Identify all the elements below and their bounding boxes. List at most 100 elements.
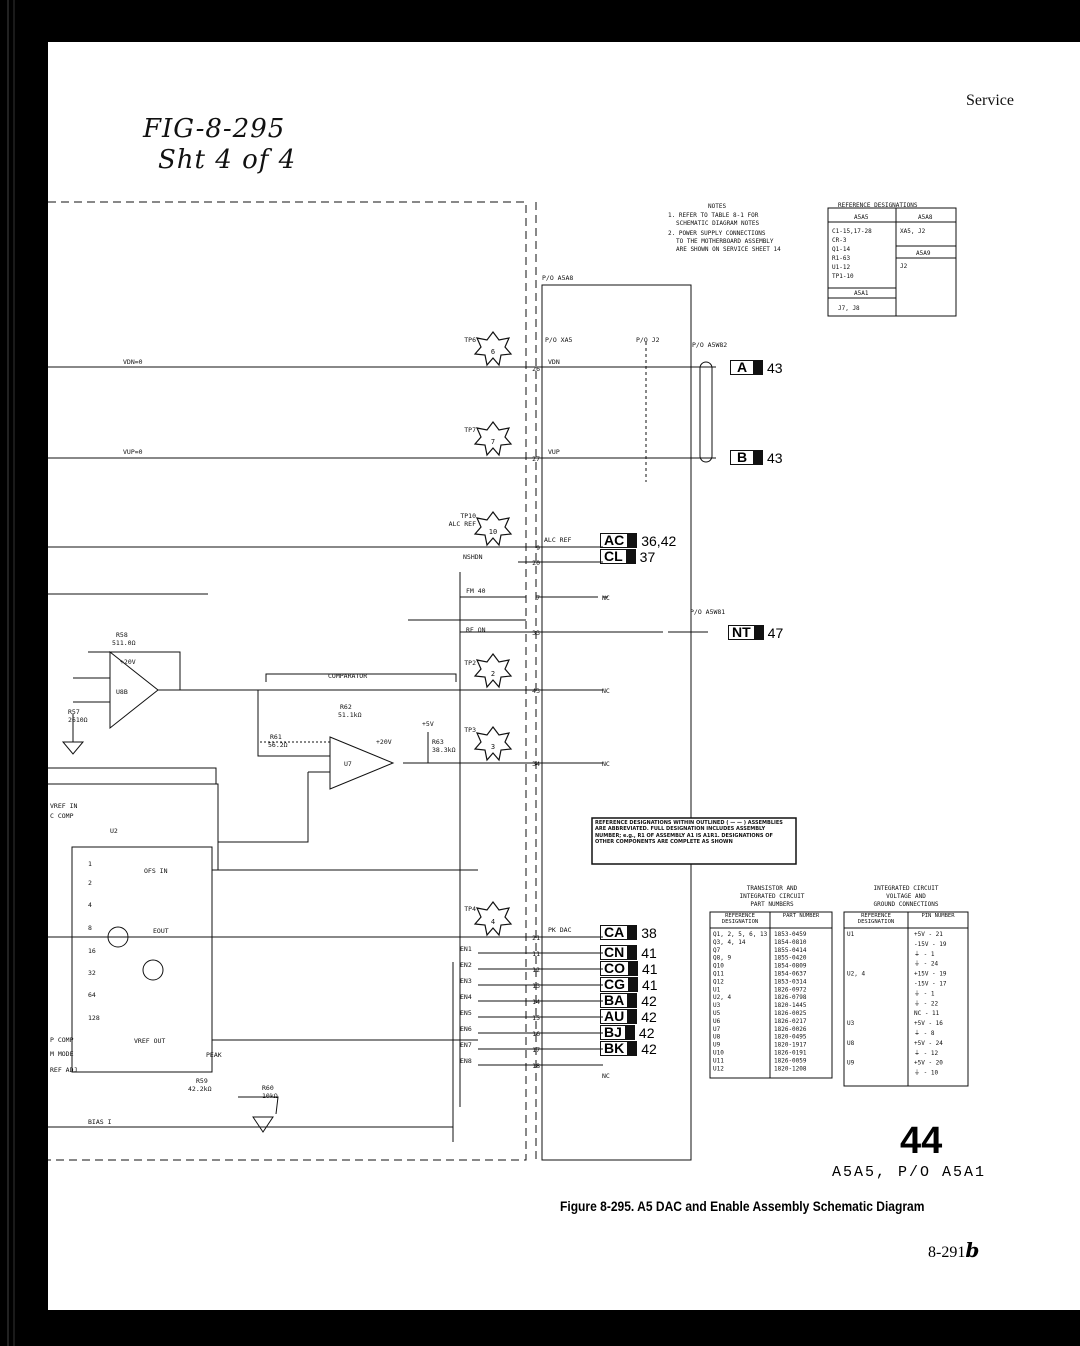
tt-title: TRANSISTOR AND: [747, 885, 798, 892]
tt-cell: 1854-0637: [774, 971, 807, 978]
comp-label: R62: [340, 703, 352, 711]
ic-cell: ⏚ - 1: [914, 951, 935, 958]
connector-tag: BK: [600, 1041, 629, 1056]
comp-label: EOUT: [153, 927, 169, 935]
tt-cell: 1820-0495: [774, 1034, 807, 1041]
tp3-star: [473, 726, 513, 762]
comp-label: +20V: [120, 658, 136, 666]
note-line-1: 1. REFER TO TABLE 8-1 FOR: [668, 212, 759, 219]
tp4-label: TP4: [464, 905, 476, 913]
refdes-row: CR-3: [832, 237, 847, 244]
tt-header-ref: REFERENCE DESIGNATION: [721, 913, 759, 925]
sig-nshdn: NSHDN: [463, 553, 483, 561]
enable-label: EN3: [460, 977, 472, 985]
connector-tag: AU: [600, 1009, 629, 1024]
pin: 34: [532, 760, 540, 768]
comp-label: P COMP: [50, 1036, 74, 1044]
tp2-star: [473, 653, 513, 689]
ic-cell: ⏚ - 10: [914, 1070, 938, 1077]
comp-label: OFS IN: [144, 867, 168, 875]
pin: 14: [532, 998, 540, 1006]
connector-ref: 41: [642, 960, 658, 977]
pin: 9: [536, 544, 540, 552]
ic-cell: ⏚ - 22: [914, 1000, 938, 1007]
ic-cell: -15V - 19: [914, 941, 947, 948]
ic-cell: ⏚ - 1: [914, 990, 935, 997]
tp7-label: TP7: [464, 426, 476, 434]
comp-label: REF ADJ: [50, 1066, 77, 1074]
ic-cell: U9: [847, 1060, 855, 1067]
tp3-num: 3: [491, 743, 495, 751]
connector-block: [754, 450, 763, 465]
sig-peak: PEAK: [206, 1051, 222, 1059]
ic-cell: +5V - 24: [914, 1040, 943, 1047]
pin: 43: [532, 687, 540, 695]
pin: 20: [532, 559, 540, 567]
connector-block: [628, 533, 638, 548]
connector-block: [628, 993, 638, 1008]
dac-pin: 8: [88, 924, 92, 932]
refdes-row: U1-12: [832, 264, 850, 271]
note-line-5: ARE SHOWN ON SERVICE SHEET 14: [676, 246, 781, 253]
connector-block: [754, 625, 764, 640]
comp-label: 56.2Ω: [268, 741, 288, 749]
ic-cell: ⏚ - 12: [914, 1050, 938, 1057]
tt-cell: U9: [713, 1042, 721, 1049]
enable-label: EN7: [460, 1041, 472, 1049]
comp-label: +20V: [376, 738, 392, 746]
comp-label: VREF IN: [50, 802, 77, 810]
tt-cell: 1826-0798: [774, 994, 807, 1001]
dac-pin: 1: [88, 860, 92, 868]
sig-vup-out: VUP: [548, 448, 560, 456]
enable-label: EN1: [460, 945, 472, 953]
board-a5w81: P/O A5W81: [690, 608, 725, 616]
tp6-num: 6: [491, 348, 495, 356]
tp10-label: TP10: [460, 512, 476, 520]
tt-cell: 1853-0314: [774, 978, 807, 985]
ic-voltage-table: [843, 911, 969, 1087]
refdes-row: Q1-14: [832, 246, 850, 253]
ic-cell: +15V - 19: [914, 971, 947, 978]
schematic-drawing: 6 7 10 2 3 4 TP6 TP7 TP10 ALC REF TP2 TP…: [48, 201, 969, 1161]
motherboard-outline: [541, 284, 692, 1161]
dac-pin: 2: [88, 879, 92, 887]
connector-ref: 41: [642, 976, 658, 993]
connector-tag: CL: [600, 549, 627, 564]
ic-header-pin: PIN NUMBER: [921, 913, 955, 919]
tt-cell: Q12: [713, 978, 724, 985]
tt-cell: 1826-0026: [774, 1026, 807, 1033]
connector-ref: 38: [641, 924, 657, 941]
dac-pin: 128: [88, 1014, 100, 1022]
refdes-a5a1: A5A1: [854, 290, 869, 297]
pin: 18: [532, 1062, 540, 1070]
tt-cell: 1854-0810: [774, 939, 807, 946]
connector-ref: 41: [641, 944, 657, 961]
connector-ref: 42: [641, 1040, 657, 1057]
board-j2: P/O J2: [636, 336, 660, 344]
dac-pin: 4: [88, 901, 92, 909]
connector-block: [629, 977, 638, 992]
pin: 26: [532, 365, 540, 373]
refdes-row: C1-15,17-28: [832, 228, 872, 235]
tt-cell: 1826-0059: [774, 1057, 807, 1064]
connector-ref: 42: [638, 1024, 655, 1041]
notes-title: NOTES: [708, 203, 726, 210]
tt-cell: U7: [713, 1026, 721, 1033]
refdes-note: REFERENCE DESIGNATIONS WITHIN OUTLINED (…: [595, 820, 783, 846]
tt-cell: 1826-0972: [774, 986, 807, 993]
comp-label: 10kΩ: [262, 1092, 278, 1100]
tt-cell: Q10: [713, 963, 724, 970]
ic-cell: U2, 4: [847, 971, 865, 978]
tt-title: PART NUMBERS: [750, 901, 794, 908]
tt-cell: U5: [713, 1010, 721, 1017]
connector-block: [754, 360, 763, 375]
tt-cell: Q8, 9: [713, 955, 731, 962]
connector-block: [625, 1025, 635, 1040]
comp-label: R59: [196, 1077, 208, 1085]
pin: 21: [532, 934, 540, 942]
ic-title: VOLTAGE AND: [886, 893, 926, 900]
pin: 11: [532, 950, 540, 958]
